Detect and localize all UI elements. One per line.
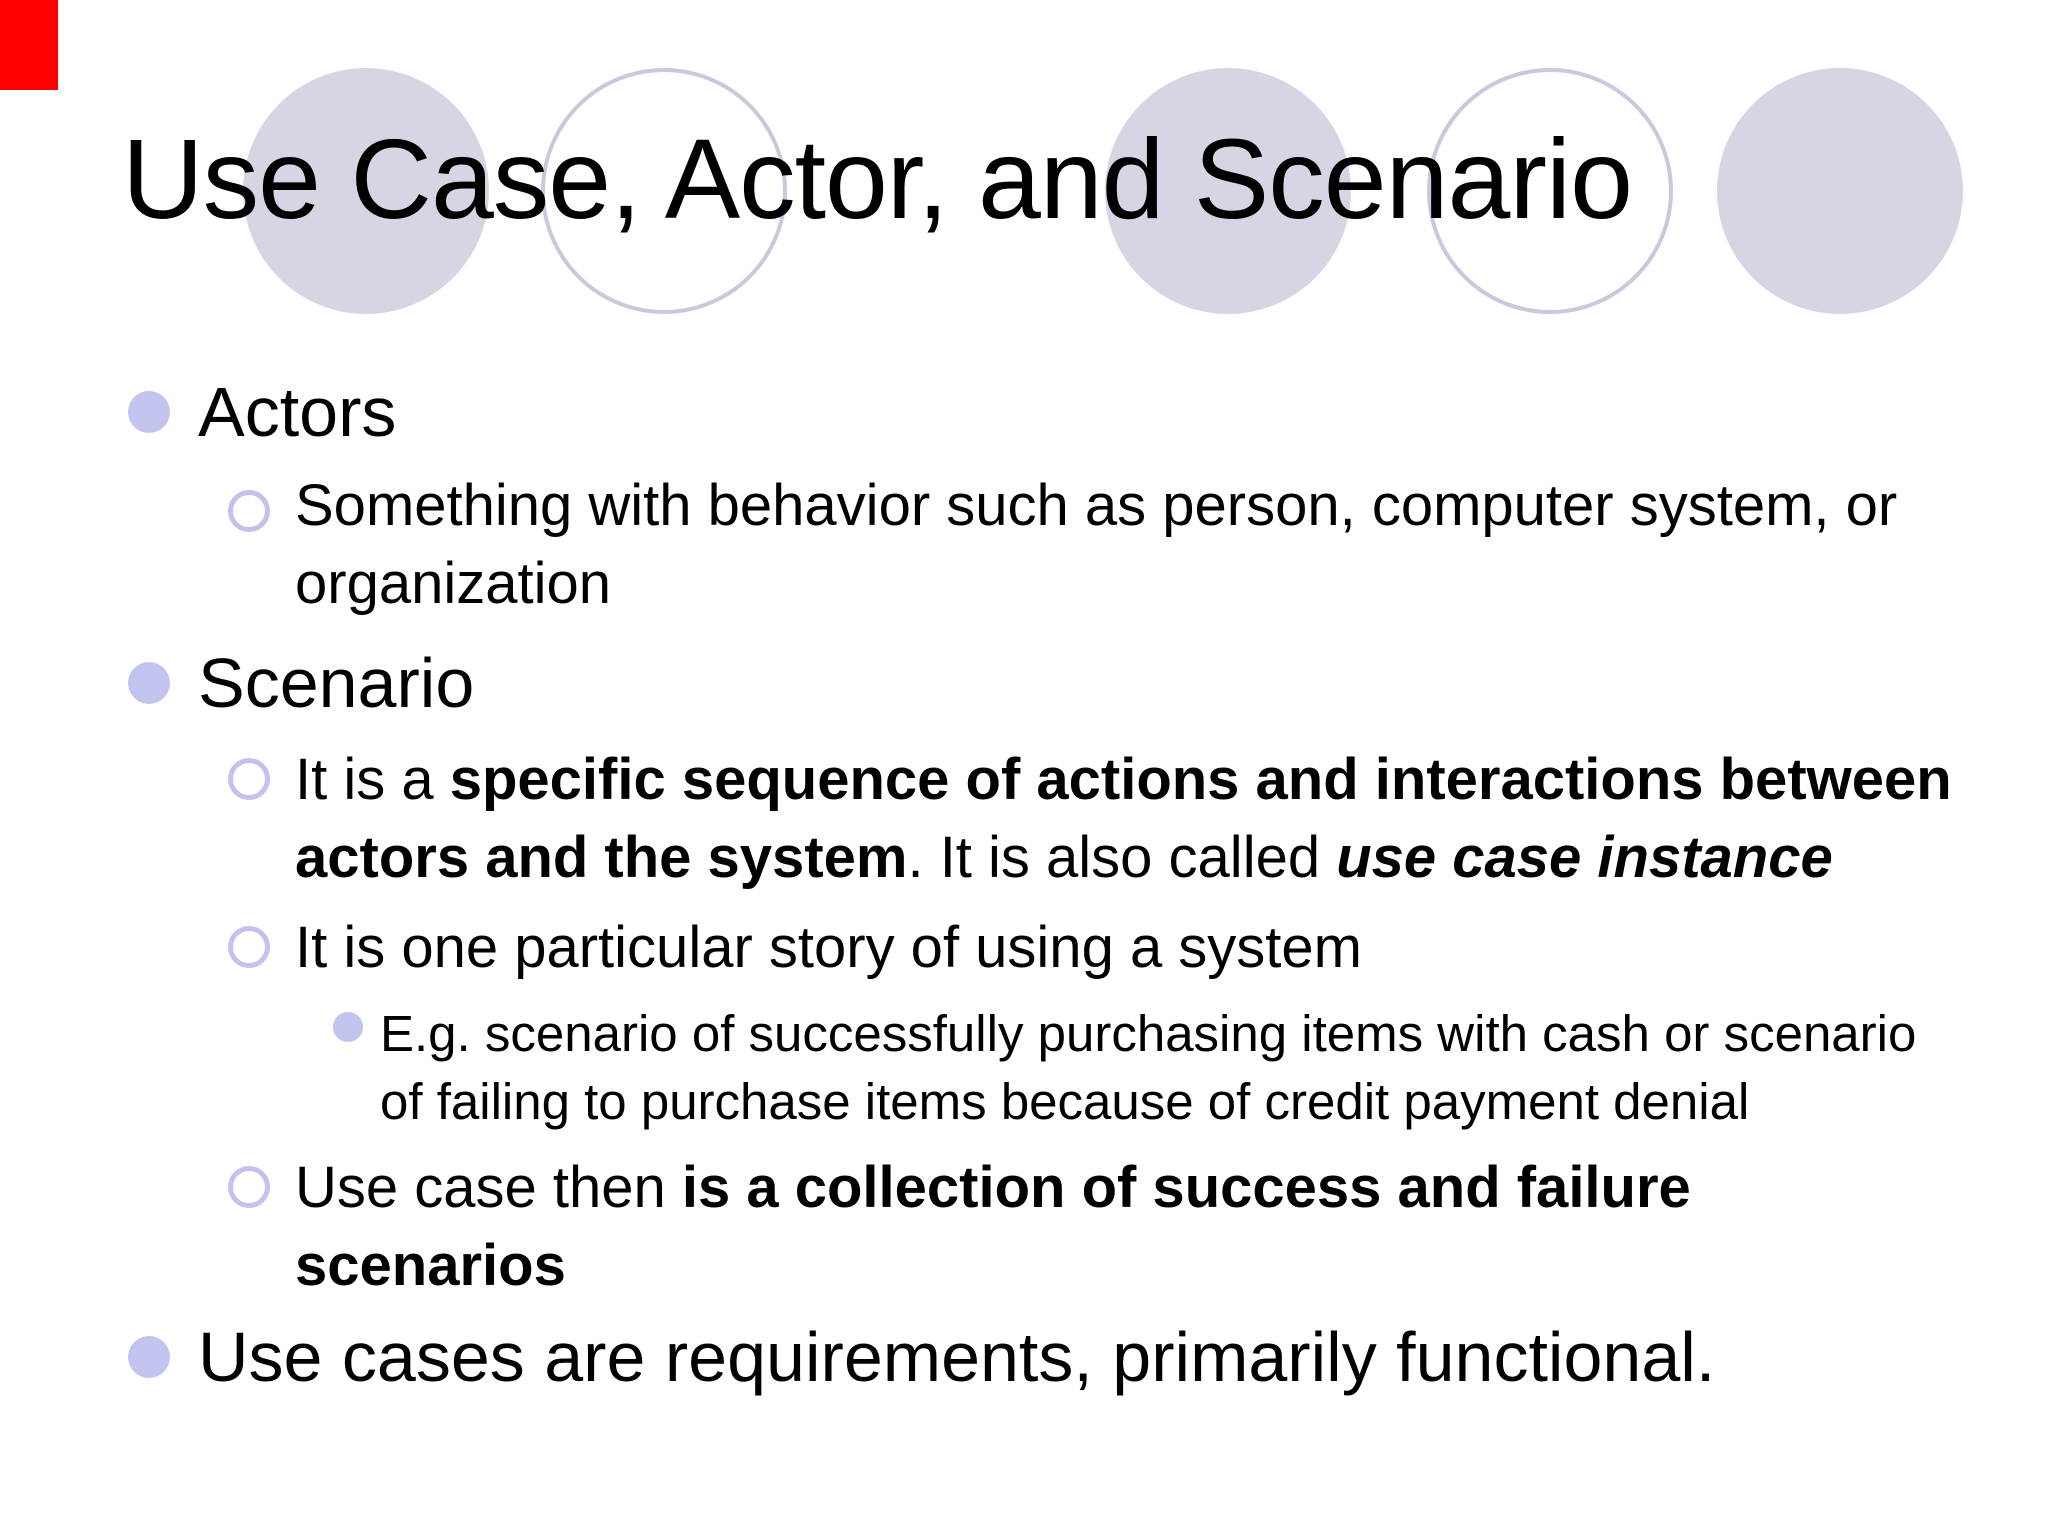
level1-bullet-icon: [128, 1336, 170, 1378]
decorative-circle-filled-3: [1717, 68, 1963, 314]
level1-bullet-icon: [128, 391, 170, 433]
decorative-circle-outlined-1: [541, 68, 787, 314]
level1-bullet-icon: [128, 662, 170, 704]
bullet-item-use-case-collection: Use case then is a collection of success…: [295, 1155, 1691, 1298]
bullet-item-requirements: Use cases are requirements, primarily fu…: [198, 1318, 1716, 1396]
bullet-item-scenario-definition: It is a specific sequence of actions and…: [295, 747, 1952, 890]
level2-bullet-icon: [228, 1166, 270, 1208]
slide-title: Use Case, Actor, and Scenario: [122, 116, 1633, 242]
bullet-item-example: E.g. scenario of successfully purchasing…: [380, 1005, 1917, 1130]
bullet-item-actors: Actors: [198, 373, 397, 451]
decorative-circle-outlined-2: [1427, 68, 1673, 314]
bullet-item-particular-story: It is one particular story of using a sy…: [295, 915, 1362, 980]
decorative-circle-filled-2: [1105, 68, 1351, 314]
level2-bullet-icon: [228, 926, 270, 968]
bullet-item-scenario: Scenario: [198, 644, 475, 722]
decorative-circle-filled-1: [243, 68, 489, 314]
level3-bullet-icon: [333, 1012, 363, 1042]
bullet-item-actor-definition: Something with behavior such as person, …: [295, 473, 1898, 616]
level2-bullet-icon: [228, 758, 270, 800]
red-corner-marker: [0, 0, 58, 90]
level2-bullet-icon: [228, 490, 270, 532]
